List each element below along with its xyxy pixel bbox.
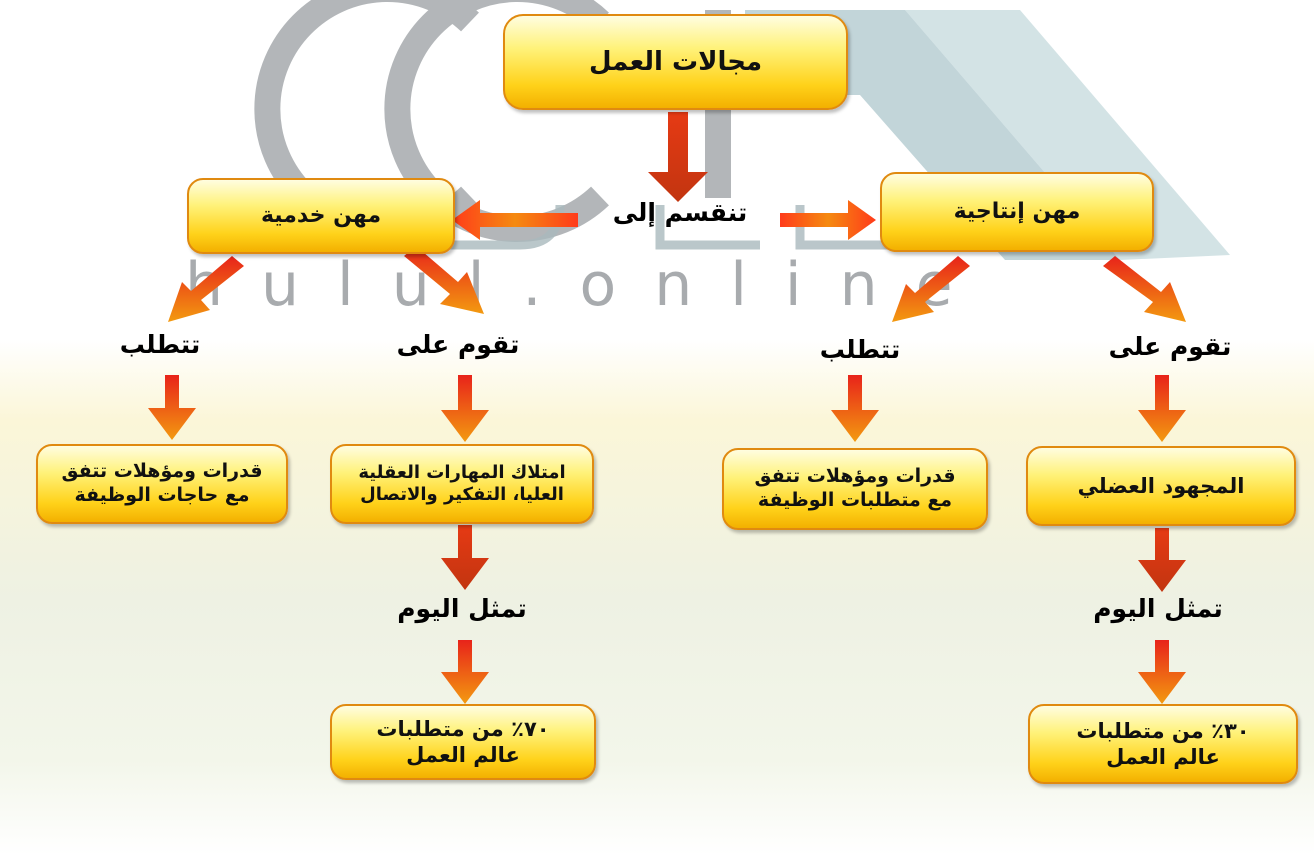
arrow-service-req-down — [148, 375, 196, 440]
arrow-service-skills-down — [441, 525, 489, 590]
arrow-service-requires — [168, 256, 244, 322]
root-box: مجالات العمل — [503, 14, 848, 110]
production-share-box: ٣٠٪ من متطلبات عالم العمل — [1028, 704, 1298, 784]
service-requires-label: تتطلب — [119, 330, 201, 359]
service-based-label: تقوم على — [396, 330, 520, 359]
arrow-production-based — [1103, 256, 1186, 322]
production-effort-box: المجهود العضلي — [1026, 446, 1296, 526]
arrow-production-req-down — [831, 375, 879, 442]
service-skills-line2: العليا، التفكير والاتصال — [360, 484, 564, 505]
arrow-left-service — [452, 200, 578, 240]
service-skills-line1: امتلاك المهارات العقلية — [358, 461, 566, 483]
arrow-production-represents-down — [1138, 640, 1186, 704]
arrow-service-represents-down — [441, 640, 489, 704]
arrow-production-effort-down — [1138, 528, 1186, 592]
production-share-line2: عالم العمل — [1106, 745, 1220, 769]
production-based-label: تقوم على — [1108, 332, 1232, 361]
production-qualifications-box: قدرات ومؤهلات تتفق مع متطلبات الوظيفة — [722, 448, 988, 530]
production-effort-label: المجهود العضلي — [1077, 473, 1245, 498]
arrow-production-requires — [892, 256, 970, 322]
arrow-service-based-down — [441, 375, 489, 442]
root-label: مجالات العمل — [588, 46, 763, 77]
service-share-box: ٧٠٪ من متطلبات عالم العمل — [330, 704, 596, 780]
arrow-service-based — [404, 246, 484, 314]
service-qualifications-line1: قدرات ومؤهلات تتفق — [61, 460, 263, 483]
divides-into-label: تنقسم إلى — [612, 198, 748, 227]
service-represents-label: تمثل اليوم — [397, 594, 527, 623]
service-share-line1: ٧٠٪ من متطلبات — [376, 716, 550, 741]
service-qualifications-box: قدرات ومؤهلات تتفق مع حاجات الوظيفة — [36, 444, 288, 524]
service-qualifications-line2: مع حاجات الوظيفة — [74, 484, 250, 506]
arrow-root-down — [648, 112, 708, 202]
service-title: مهن خدمية — [260, 203, 382, 229]
production-title: مهن إنتاجية — [953, 199, 1081, 225]
production-qualifications-line1: قدرات ومؤهلات تتفق — [754, 465, 956, 488]
service-skills-box: امتلاك المهارات العقلية العليا، التفكير … — [330, 444, 594, 524]
production-represents-label: تمثل اليوم — [1093, 594, 1223, 623]
watermark-text: hulul.online — [185, 250, 991, 320]
arrow-right-production — [780, 200, 876, 240]
production-requires-label: تتطلب — [819, 335, 901, 364]
production-box: مهن إنتاجية — [880, 172, 1154, 252]
production-share-line1: ٣٠٪ من متطلبات — [1076, 718, 1250, 743]
service-box: مهن خدمية — [187, 178, 455, 254]
production-qualifications-line2: مع متطلبات الوظيفة — [757, 489, 953, 511]
service-share-line2: عالم العمل — [406, 743, 520, 767]
arrow-production-based-down — [1138, 375, 1186, 442]
